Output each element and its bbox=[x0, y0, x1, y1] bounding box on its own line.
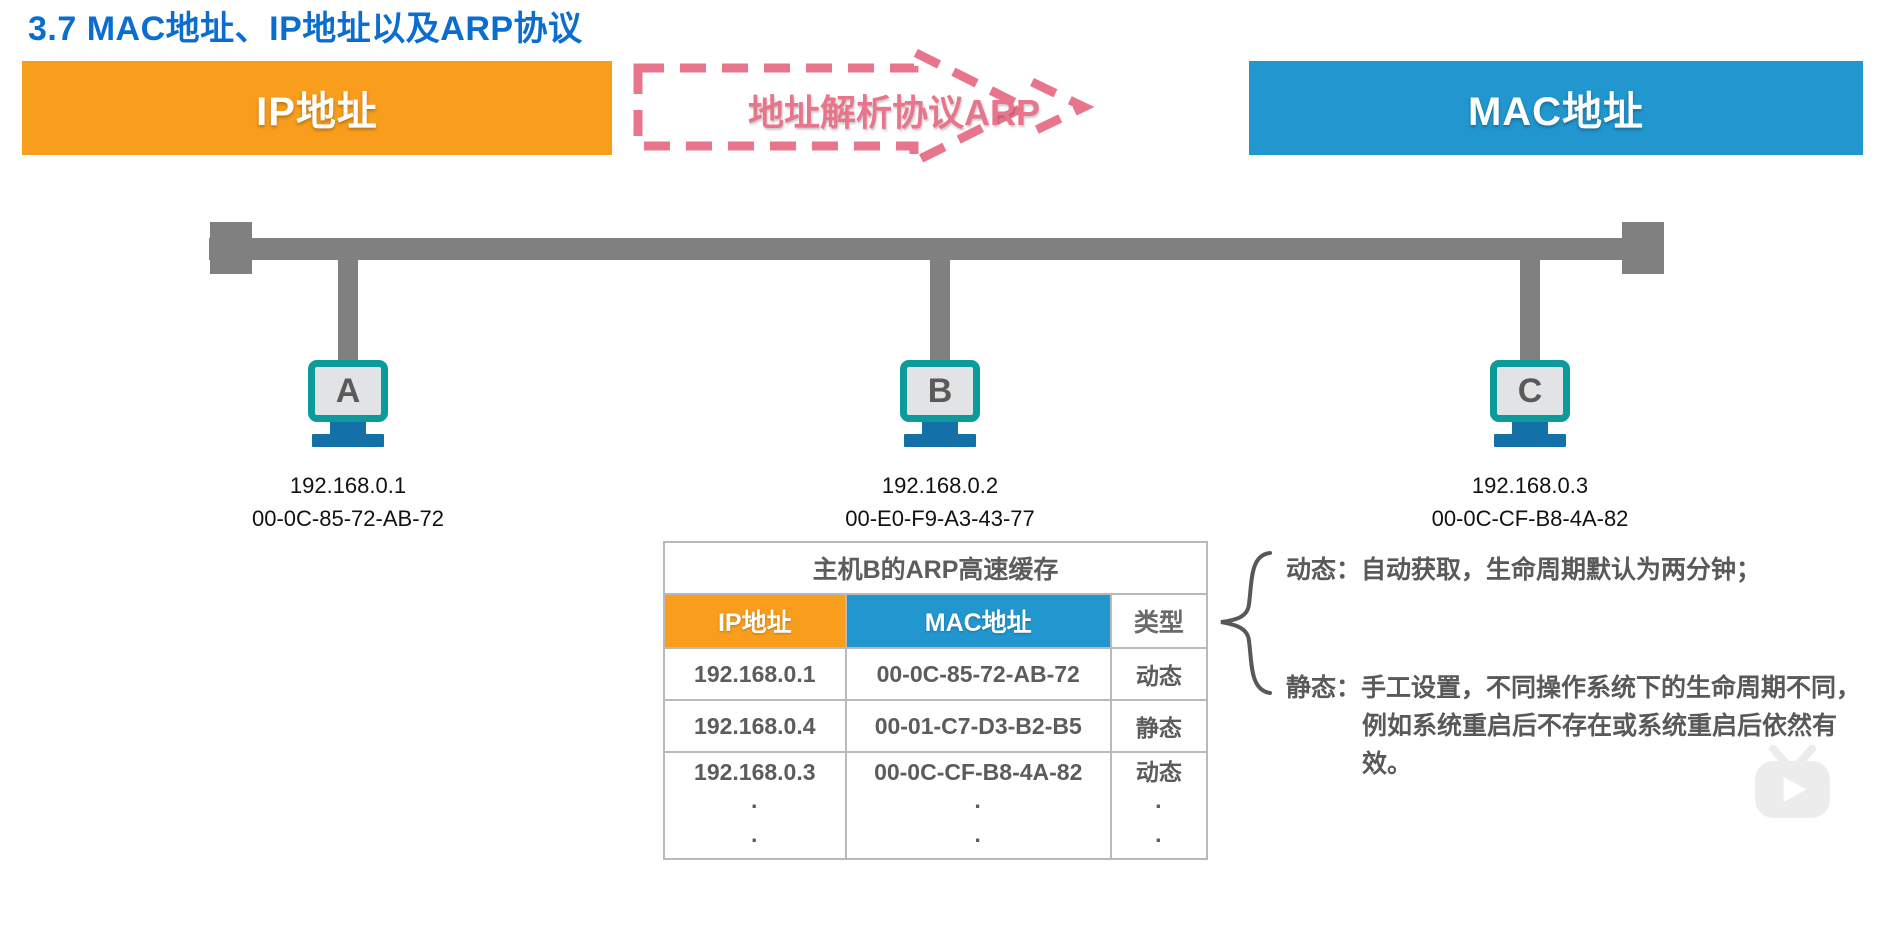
ellipsis-dot: · bbox=[1155, 827, 1163, 853]
bus-terminator-right bbox=[1622, 222, 1664, 274]
host-b-mac: 00-E0-F9-A3-43-77 bbox=[845, 506, 1035, 531]
cell-type-with-ellipsis: 动态 · · bbox=[1109, 751, 1209, 860]
host-c-stand-neck bbox=[1512, 422, 1548, 434]
ellipsis-dot: · bbox=[750, 827, 759, 853]
cell-mac-with-ellipsis: 00-0C-CF-B8-4A-82 · · bbox=[844, 751, 1112, 860]
drop-line-host-c bbox=[1520, 256, 1540, 366]
column-header-type: 类型 bbox=[1109, 593, 1209, 649]
host-a-info: 192.168.0.1 00-0C-85-72-AB-72 bbox=[188, 469, 508, 535]
cell-ip: 192.168.0.1 bbox=[663, 647, 847, 701]
host-c: C 192.168.0.3 00-0C-CF-B8-4A-82 bbox=[1370, 360, 1690, 535]
host-b-stand-neck bbox=[922, 422, 958, 434]
ip-address-banner-label: IP地址 bbox=[256, 90, 378, 134]
host-a-mac: 00-0C-85-72-AB-72 bbox=[252, 506, 444, 531]
arp-arrow-label: 地址解析协议ARP bbox=[747, 92, 1040, 133]
drop-line-host-b bbox=[930, 256, 950, 366]
cell-ip-with-ellipsis: 192.168.0.3 · · bbox=[663, 751, 847, 860]
curly-brace-icon bbox=[1220, 551, 1272, 695]
arp-arrow: 地址解析协议ARP bbox=[632, 46, 1246, 168]
cell-mac: 00-01-C7-D3-B2-B5 bbox=[844, 699, 1112, 753]
ellipsis-dot: · bbox=[974, 827, 983, 853]
arp-cache-table: 主机B的ARP高速缓存 IP地址 MAC地址 类型 192.168.0.1 00… bbox=[663, 541, 1209, 860]
host-a-monitor-icon: A bbox=[308, 360, 388, 422]
host-c-mac: 00-0C-CF-B8-4A-82 bbox=[1431, 506, 1629, 531]
host-a-ip: 192.168.0.1 bbox=[289, 473, 407, 498]
host-a-stand-neck bbox=[330, 422, 366, 434]
cell-type: 动态 bbox=[1109, 647, 1209, 701]
cell-ip: 192.168.0.4 bbox=[663, 699, 847, 753]
host-a: A 192.168.0.1 00-0C-85-72-AB-72 bbox=[188, 360, 508, 535]
host-b-info: 192.168.0.2 00-E0-F9-A3-43-77 bbox=[780, 469, 1100, 535]
host-b-ip: 192.168.0.2 bbox=[881, 473, 999, 498]
network-bus-line bbox=[209, 238, 1639, 260]
host-a-stand-base bbox=[312, 434, 384, 447]
host-b-letter: B bbox=[927, 372, 953, 410]
host-c-info: 192.168.0.3 00-0C-CF-B8-4A-82 bbox=[1370, 469, 1690, 535]
cell-type: 静态 bbox=[1109, 699, 1209, 753]
annotation-static: 静态：手工设置，不同操作系统下的生命周期不同，例如系统重启后不存在或系统重启后依… bbox=[1286, 669, 1866, 783]
host-c-ip: 192.168.0.3 bbox=[1471, 473, 1589, 498]
table-row-last: 192.168.0.3 · · 00-0C-CF-B8-4A-82 · · 动态… bbox=[663, 751, 1209, 860]
cell-ip: 192.168.0.3 bbox=[694, 759, 816, 785]
ellipsis-dot: · bbox=[1155, 793, 1163, 819]
annotation-dynamic: 动态：自动获取，生命周期默认为两分钟； bbox=[1286, 556, 1762, 584]
ellipsis-dot: · bbox=[750, 793, 759, 819]
annotation-static-text: 静态：手工设置，不同操作系统下的生命周期不同，例如系统重启后不存在或系统重启后依… bbox=[1286, 674, 1862, 778]
host-b-monitor-icon: B bbox=[900, 360, 980, 422]
cell-mac: 00-0C-CF-B8-4A-82 bbox=[874, 759, 1083, 785]
mac-address-banner: MAC地址 bbox=[1249, 61, 1863, 155]
table-row: 192.168.0.1 00-0C-85-72-AB-72 动态 bbox=[663, 647, 1209, 701]
host-c-stand-base bbox=[1494, 434, 1566, 447]
ellipsis-dot: · bbox=[974, 793, 983, 819]
ip-address-banner: IP地址 bbox=[22, 61, 612, 155]
page-title: 3.7 MAC地址、IP地址以及ARP协议 bbox=[28, 10, 583, 48]
bilibili-play-watermark-icon bbox=[1755, 745, 1830, 818]
arp-arrow-shape bbox=[633, 46, 1095, 168]
drop-line-host-a bbox=[338, 256, 358, 366]
cell-mac: 00-0C-85-72-AB-72 bbox=[844, 647, 1112, 701]
column-header-mac: MAC地址 bbox=[844, 593, 1112, 649]
host-b-stand-base bbox=[904, 434, 976, 447]
host-b: B 192.168.0.2 00-E0-F9-A3-43-77 bbox=[780, 360, 1100, 535]
table-row: 192.168.0.4 00-01-C7-D3-B2-B5 静态 bbox=[663, 699, 1209, 753]
host-a-letter: A bbox=[335, 372, 361, 410]
bus-terminator-left bbox=[210, 222, 252, 274]
column-header-ip: IP地址 bbox=[663, 593, 847, 649]
mac-address-banner-label: MAC地址 bbox=[1467, 90, 1645, 134]
arp-cache-table-title: 主机B的ARP高速缓存 bbox=[663, 541, 1208, 595]
table-title-row: 主机B的ARP高速缓存 bbox=[663, 541, 1208, 595]
table-header-row: IP地址 MAC地址 类型 bbox=[663, 593, 1209, 649]
cell-type: 动态 bbox=[1135, 759, 1182, 785]
host-c-monitor-icon: C bbox=[1490, 360, 1570, 422]
host-c-letter: C bbox=[1517, 372, 1543, 410]
